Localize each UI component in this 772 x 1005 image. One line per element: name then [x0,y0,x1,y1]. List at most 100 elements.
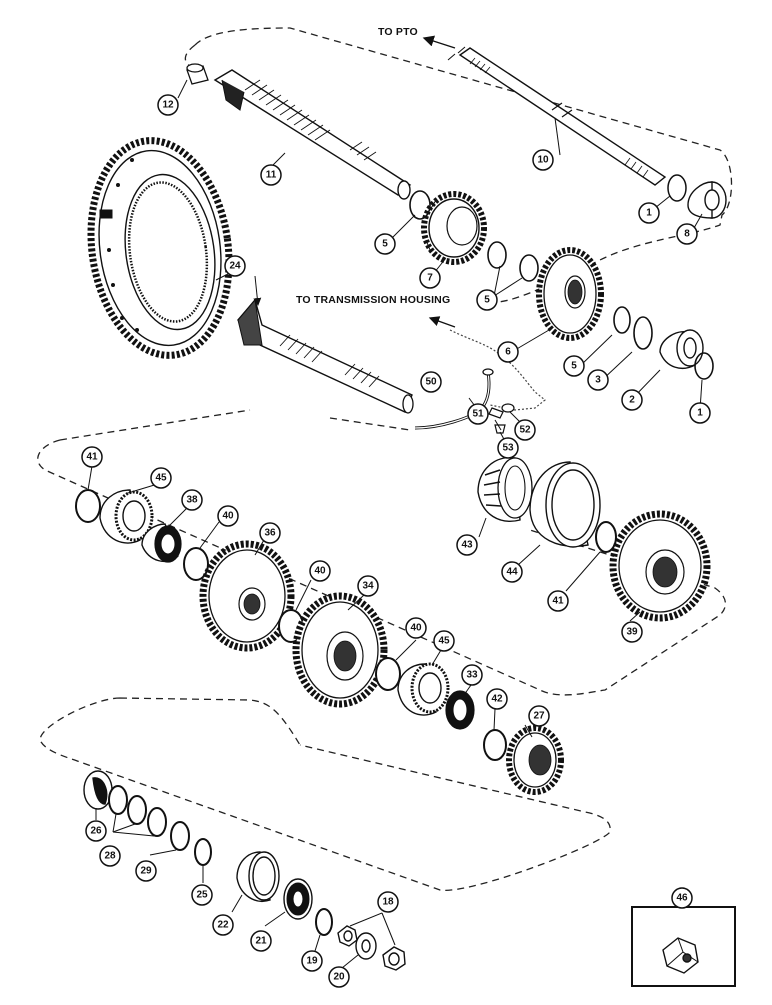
part-5-ring-c [519,254,539,282]
part-1-snap-ring-top [667,174,687,202]
callout-circle-12 [157,94,179,116]
callout-circle-50 [420,371,442,393]
transmission-housing-outline [449,329,546,411]
part-2-bearing [659,329,704,369]
callout-circle-3 [587,369,609,391]
pinion-shaft [237,298,414,414]
part-25-snap-ring [194,838,212,866]
to-transmission-arrow [428,316,456,328]
part-42-ring [483,729,507,761]
callout-51: 51 [472,409,484,420]
note-to-pto: TO PTO [378,26,418,38]
note-to-transmission-housing: TO TRANSMISSION HOUSING [296,294,450,306]
callout-circle-42 [486,688,508,710]
callout-circle-27 [528,705,550,727]
callout-50: 50 [425,377,437,388]
callout-circle-53 [497,437,519,459]
callout-circle-41b [547,590,569,612]
callout-circle-51 [467,403,489,425]
part-20-washer [355,932,377,960]
callout-circle-19 [301,950,323,972]
callout-circle-5a [374,233,396,255]
group-outlines [37,27,733,891]
part-51-clip [488,407,504,419]
part-7-gear [421,191,487,265]
callout-circle-11 [260,164,282,186]
callout-45-left: 45 [155,473,167,484]
part-5-ring-a [409,190,431,220]
callout-circle-5c [563,355,585,377]
part-41-ring-right [595,521,617,553]
part-8-bearing [687,181,727,219]
part-26-cap [83,770,113,810]
callout-circle-33 [461,664,483,686]
callout-39: 39 [626,627,638,638]
ring-gear [87,137,233,359]
callout-circle-6 [497,341,519,363]
callout-7: 7 [427,273,433,284]
callout-19: 19 [306,956,318,967]
callout-circle-40b [309,560,331,582]
part-22-bearing-cup [236,851,280,902]
to-pto-arrow [422,35,456,49]
callout-circle-1a [638,202,660,224]
callout-33: 33 [466,670,478,681]
callout-22: 22 [217,920,229,931]
callout-38: 38 [186,495,198,506]
part-5-ring-d [613,306,631,334]
callout-28: 28 [104,851,116,862]
callout-5-b: 5 [484,295,490,306]
middle-group-outline [37,409,727,696]
part-19-washer [315,908,333,936]
part-52-washer [501,403,515,413]
callout-12: 12 [162,100,174,111]
callout-circle-22 [212,914,234,936]
part-40-ring-a [183,547,209,581]
callout-circle-10 [532,149,554,171]
callout-10: 10 [537,155,549,166]
callout-21: 21 [255,936,267,947]
callout-circle-44 [501,561,523,583]
part-44-bearing-cup [529,461,601,548]
callout-1-bottom: 1 [697,408,703,419]
callout-circle-20 [328,966,350,988]
callout-11: 11 [266,170,277,181]
callout-40-b: 40 [314,566,326,577]
callout-52: 52 [519,425,531,436]
callout-circle-7 [419,267,441,289]
part-6-gear [536,247,604,341]
callout-circle-36 [259,522,281,544]
callout-circle-40a [217,505,239,527]
top-group-outline [194,27,733,303]
part-1-snap-ring-bottom [694,352,714,380]
callout-3: 3 [595,375,601,386]
part-46-nut [662,937,699,974]
part-41-ring-left [75,489,101,523]
part-27-gear [506,725,564,795]
callout-46: 46 [676,893,688,904]
callout-circle-43 [456,534,478,556]
callout-41-left: 41 [86,452,98,463]
part-28-shim-a [108,785,128,815]
callout-circle-2 [621,389,643,411]
callout-labels [81,94,711,988]
callout-44: 44 [506,567,518,578]
callout-34: 34 [362,581,374,592]
part-28-shim-b [127,795,147,825]
callout-circle-46 [671,887,693,909]
callout-circle-41a [81,446,103,468]
input-shaft [213,69,412,200]
callout-circle-25 [191,884,213,906]
callout-29: 29 [140,866,152,877]
callout-40-a: 40 [222,511,234,522]
part-18-nut-b [382,946,406,971]
callout-circle-34 [357,575,379,597]
callout-circle-8 [676,223,698,245]
part-18-nut-a [337,925,358,947]
callout-26: 26 [90,826,102,837]
callout-circle-21 [250,930,272,952]
callout-43: 43 [461,540,473,551]
callout-1-top: 1 [646,208,652,219]
